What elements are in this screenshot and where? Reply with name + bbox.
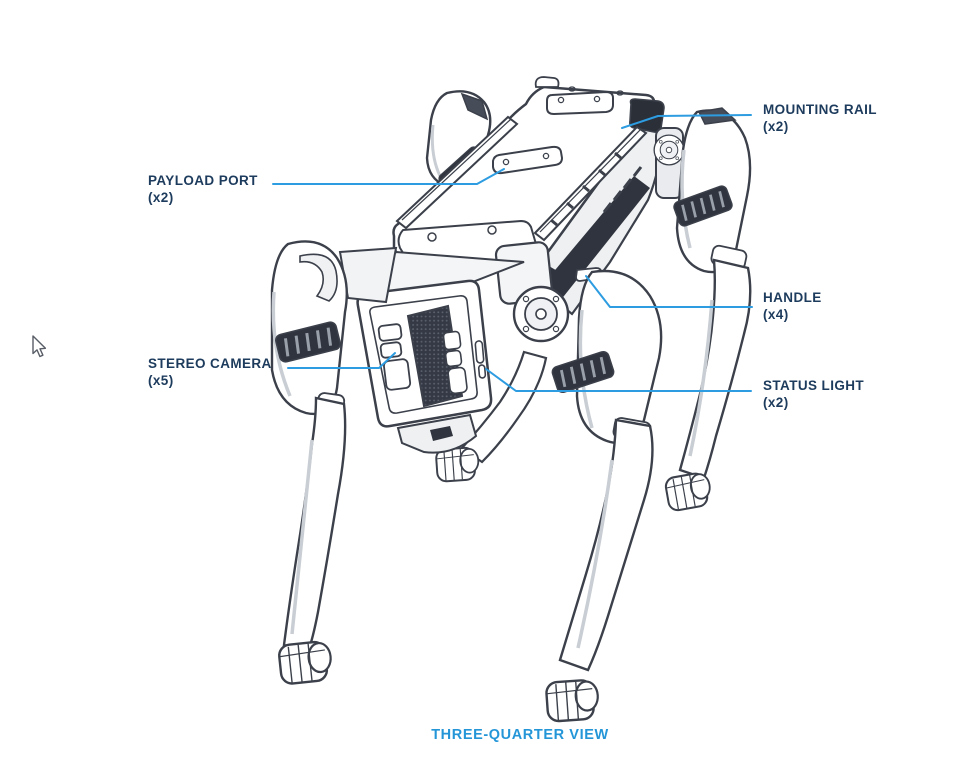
view-caption: THREE-QUARTER VIEW <box>431 727 609 743</box>
label-payload-port-name: PAYLOAD PORT <box>148 173 258 188</box>
leader-line-payload-port <box>272 168 505 185</box>
label-mounting-rail: MOUNTING RAIL (x2) <box>763 101 877 135</box>
label-mounting-rail-name: MOUNTING RAIL <box>763 102 877 117</box>
label-payload-port-count: (x2) <box>148 190 174 205</box>
mouse-cursor-icon <box>32 335 47 358</box>
status-light-part <box>477 364 487 379</box>
label-stereo-camera: STEREO CAMERA (x5) <box>148 355 272 389</box>
label-status-light-name: STATUS LIGHT <box>763 378 865 393</box>
mounting-rail-left <box>395 115 519 230</box>
robot-body <box>392 76 665 316</box>
label-status-light-count: (x2) <box>763 395 789 410</box>
head-box <box>356 250 525 454</box>
label-handle-name: HANDLE <box>763 290 822 305</box>
leader-line-handle <box>585 275 753 308</box>
front-left-leg <box>270 240 398 686</box>
label-mounting-rail-count: (x2) <box>763 119 789 134</box>
mounting-rail-right <box>533 125 648 242</box>
payload-port-rear <box>546 90 614 116</box>
label-payload-port: PAYLOAD PORT (x2) <box>148 172 258 206</box>
leader-line-stereo-camera <box>287 352 396 369</box>
label-handle-count: (x4) <box>763 307 789 322</box>
front-right-leg <box>434 241 570 483</box>
leader-line-mounting-rail <box>621 114 752 129</box>
leader-line-status-light <box>485 368 752 392</box>
label-handle: HANDLE (x4) <box>763 289 822 323</box>
label-stereo-camera-name: STEREO CAMERA <box>148 356 272 371</box>
status-light-part <box>474 340 485 364</box>
label-stereo-camera-count: (x5) <box>148 373 174 388</box>
payload-port-front <box>492 145 564 175</box>
rear-left-leg <box>544 269 663 723</box>
rear-right-leg <box>653 107 752 513</box>
label-status-light: STATUS LIGHT (x2) <box>763 377 864 411</box>
